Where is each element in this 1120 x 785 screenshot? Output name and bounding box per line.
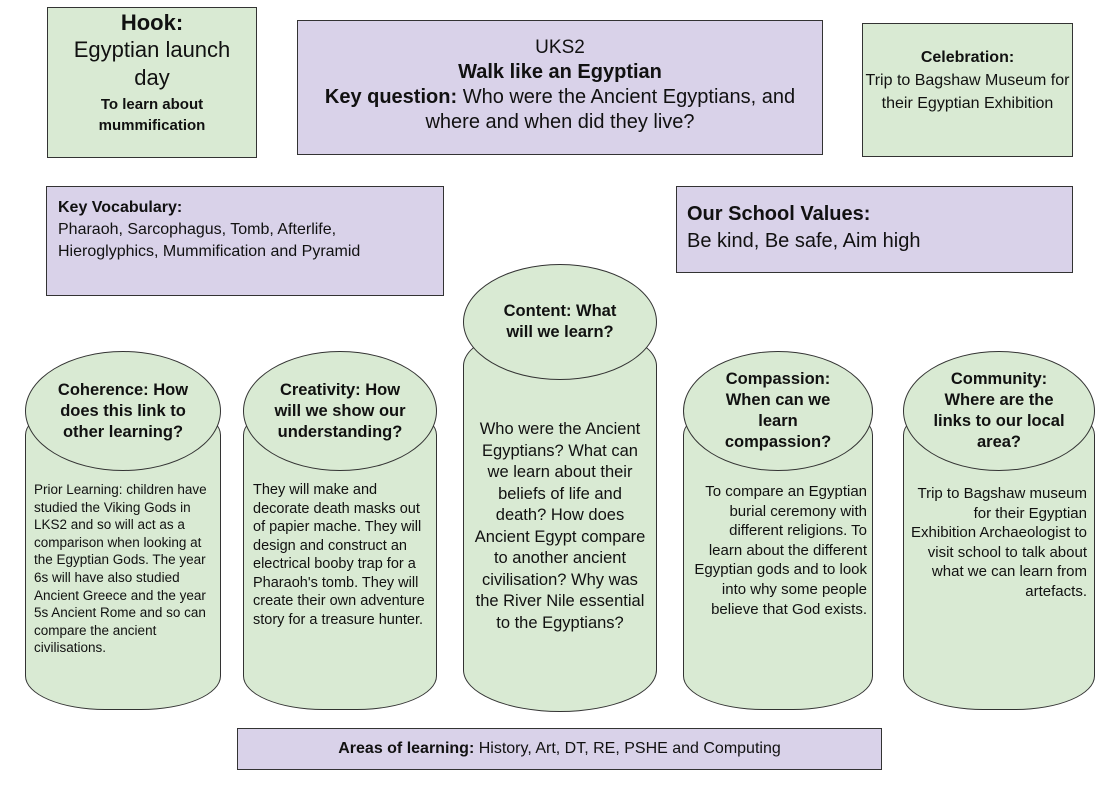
compassion-text: To compare an Egyptian burial ceremony w…	[694, 483, 867, 618]
key-question-text: Who were the Ancient Egyptians, and wher…	[425, 86, 796, 133]
topic-title: Walk like an Egyptian	[458, 61, 662, 83]
key-question: Key question: Who were the Ancient Egypt…	[298, 85, 822, 135]
compassion-cylinder: Compassion: When can we learn compassion…	[683, 351, 873, 710]
celebration-box: Celebration: Trip to Bagshaw Museum for …	[862, 23, 1073, 157]
hook-subtitle: Egyptian launch day	[73, 37, 231, 90]
cylinder-cap: Community: Where are the links to our lo…	[903, 351, 1095, 471]
hook-title: Hook:	[120, 10, 184, 35]
areas-label: Areas of learning:	[338, 740, 475, 757]
coherence-text: Prior Learning: children have studied th…	[34, 482, 207, 656]
coherence-title: Coherence: How does this link to other l…	[57, 380, 189, 441]
celebration-title: Celebration:	[920, 49, 1015, 66]
community-cylinder: Community: Where are the links to our lo…	[903, 351, 1095, 710]
vocabulary-box: Key Vocabulary: Pharaoh, Sarcophagus, To…	[46, 186, 444, 296]
community-title: Community: Where are the links to our lo…	[933, 370, 1065, 451]
cylinder-cap: Content: What will we learn?	[463, 264, 657, 380]
content-title: Content: What will we learn?	[503, 302, 617, 341]
areas-of-learning-box: Areas of learning: History, Art, DT, RE,…	[237, 728, 882, 770]
vocabulary-title: Key Vocabulary:	[58, 199, 183, 216]
vocabulary-text: Pharaoh, Sarcophagus, Tomb, Afterlife, H…	[58, 221, 361, 260]
celebration-text: Trip to Bagshaw Museum for their Egyptia…	[865, 72, 1070, 112]
areas-text: History, Art, DT, RE, PSHE and Computing	[478, 740, 781, 757]
key-question-label: Key question:	[324, 86, 458, 108]
topic-box: UKS2 Walk like an Egyptian Key question:…	[297, 20, 823, 155]
creativity-cylinder: Creativity: How will we show our underst…	[243, 351, 437, 710]
school-values-text: Be kind, Be safe, Aim high	[687, 230, 921, 252]
content-text: Who were the Ancient Egyptians? What can…	[474, 420, 646, 632]
content-cylinder: Content: What will we learn? Who were th…	[463, 264, 657, 712]
cylinder-body	[463, 324, 657, 712]
cylinder-cap: Compassion: When can we learn compassion…	[683, 351, 873, 471]
key-stage: UKS2	[535, 37, 585, 58]
cylinder-cap: Creativity: How will we show our underst…	[243, 351, 437, 471]
compassion-title: Compassion: When can we learn compassion…	[724, 370, 832, 451]
school-values-title: Our School Values:	[687, 203, 871, 225]
creativity-title: Creativity: How will we show our underst…	[274, 380, 406, 441]
cylinder-cap: Coherence: How does this link to other l…	[25, 351, 221, 471]
hook-box: Hook: Egyptian launch day To learn about…	[47, 7, 257, 158]
coherence-cylinder: Coherence: How does this link to other l…	[25, 351, 221, 710]
creativity-text: They will make and decorate death masks …	[253, 482, 425, 628]
community-text: Trip to Bagshaw museum for their Egyptia…	[911, 485, 1087, 600]
hook-detail: To learn about mummification	[98, 96, 206, 134]
school-values-box: Our School Values: Be kind, Be safe, Aim…	[676, 186, 1073, 273]
